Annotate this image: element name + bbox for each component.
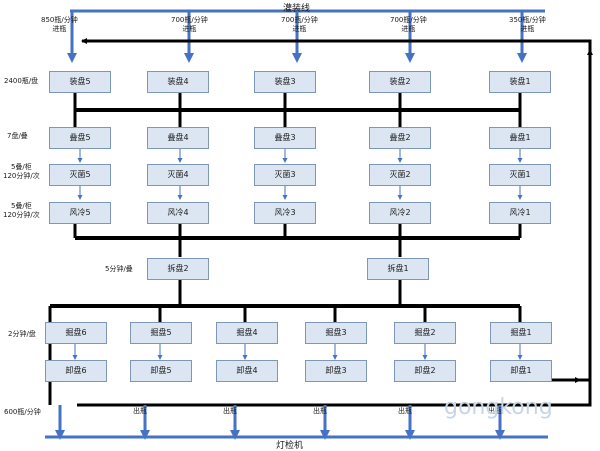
- return-loop: [77, 38, 592, 407]
- split-6: 掘盘6: [45, 322, 107, 344]
- cool-3: 风冷3: [254, 202, 316, 224]
- sterilize-1: 灭菌1: [489, 164, 551, 186]
- unload-1: 卸盘1: [490, 360, 552, 382]
- unload-6: 卸盘6: [45, 360, 107, 382]
- sterilize-5: 灭菌5: [49, 164, 111, 186]
- input-arrows: [67, 11, 527, 63]
- sterilize-2: 灭菌2: [369, 164, 431, 186]
- unload-4: 卸盘4: [216, 360, 278, 382]
- output-arrows: [55, 405, 505, 440]
- split-3: 掘盘3: [305, 322, 367, 344]
- inspection-line-label: 灯检机: [276, 441, 304, 451]
- split-1: 掘盘1: [490, 322, 552, 344]
- filling-line-label: 灌装线: [283, 4, 311, 14]
- watermark: gongkong: [444, 395, 553, 420]
- stack-4: 叠盘4: [147, 127, 209, 149]
- load-5: 装盘5: [49, 71, 111, 93]
- cool-5: 风冷5: [49, 202, 111, 224]
- unstack-1: 拆盘1: [367, 258, 429, 280]
- process-arrows: [77, 149, 523, 200]
- output-label-2: 出瓶: [223, 407, 237, 415]
- cool-4: 风冷4: [147, 202, 209, 224]
- split-5: 掘盘5: [130, 322, 192, 344]
- load-2: 装盘2: [369, 71, 431, 93]
- unload-5: 卸盘5: [130, 360, 192, 382]
- unstack-2: 拆盘2: [147, 258, 209, 280]
- unload-3: 卸盘3: [305, 360, 367, 382]
- output-label-4: 出瓶: [398, 407, 412, 415]
- load-4: 装盘4: [147, 71, 209, 93]
- split-4: 掘盘4: [216, 322, 278, 344]
- load-1: 装盘1: [489, 71, 551, 93]
- label-split: 2分钟/盘: [8, 330, 36, 338]
- load-connectors: [73, 93, 522, 131]
- stack-3: 叠盘3: [254, 127, 316, 149]
- input-rate-5: 350瓶/分钟进瓶: [509, 16, 546, 33]
- cool-connectors: [73, 224, 522, 306]
- input-rate-4: 700瓶/分钟进瓶: [390, 16, 427, 33]
- label-out: 600瓶/分钟: [4, 408, 41, 416]
- stack-2: 叠盘2: [369, 127, 431, 149]
- label-stack: 7盘/叠: [7, 132, 28, 140]
- label-unstack: 5分钟/叠: [105, 265, 133, 273]
- label-load: 2400瓶/盘: [4, 77, 39, 85]
- split-connectors: [48, 306, 522, 405]
- input-rate-3: 700瓶/分钟进瓶: [281, 16, 318, 33]
- unload-2: 卸盘2: [394, 360, 456, 382]
- split-unload-arrows: [72, 344, 523, 360]
- output-label-5: 出瓶: [488, 407, 502, 415]
- stack-5: 叠盘5: [49, 127, 111, 149]
- output-label-1: 出瓶: [133, 407, 147, 415]
- stack-1: 叠盘1: [489, 127, 551, 149]
- cool-2: 风冷2: [369, 202, 431, 224]
- sterilize-4: 灭菌4: [147, 164, 209, 186]
- input-rate-1: 850瓶/分钟进瓶: [41, 16, 78, 33]
- sterilize-3: 灭菌3: [254, 164, 316, 186]
- cool-1: 风冷1: [489, 202, 551, 224]
- input-rate-2: 700瓶/分钟进瓶: [171, 16, 208, 33]
- load-3: 装盘3: [254, 71, 316, 93]
- split-2: 掘盘2: [394, 322, 456, 344]
- output-label-3: 出瓶: [313, 407, 327, 415]
